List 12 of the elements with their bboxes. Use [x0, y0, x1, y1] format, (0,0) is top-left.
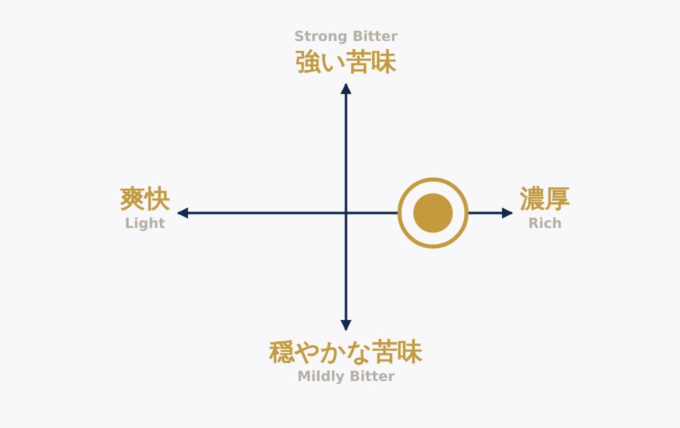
axis-title: 穏やかな苦味 [270, 336, 422, 368]
axis-arrow [340, 82, 352, 332]
axis-caption: Light [124, 215, 166, 233]
axis-caption: Rich [528, 215, 562, 233]
axis-title: 爽快 [120, 183, 170, 215]
axis-title: 濃厚 [520, 183, 570, 215]
axis-title: 強い苦味 [296, 46, 396, 78]
marker-drawing [397, 177, 469, 249]
axis-arrow [176, 207, 398, 219]
axis-caption: Mildly Bitter [297, 368, 395, 386]
axis-arrow [468, 207, 514, 219]
axis-caption: Strong Bitter [294, 28, 398, 46]
